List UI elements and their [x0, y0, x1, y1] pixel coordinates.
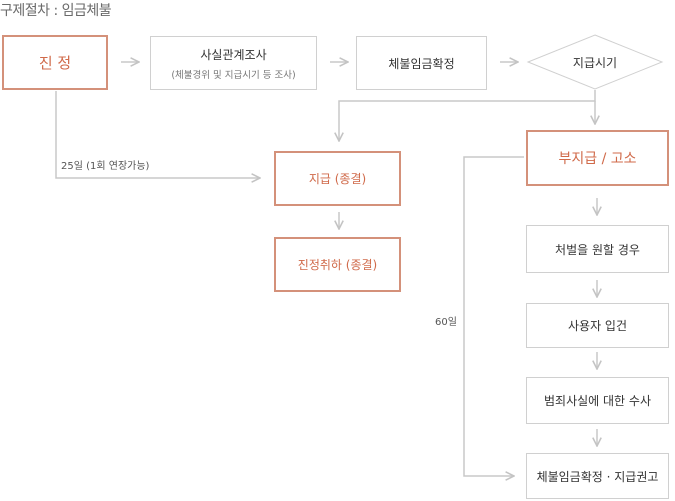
node-wish-punish: 처벌을 원할 경우: [526, 225, 669, 273]
node-petition-label: 진 정: [38, 54, 72, 72]
node-fact-check-label: 사실관계조사: [200, 47, 267, 62]
node-final: 체불임금확정 · 지급권고: [526, 453, 669, 499]
node-withdraw: 진정취하 (종결): [274, 237, 401, 292]
node-nonpay: 부지급 / 고소: [526, 130, 669, 186]
page-title: 구제절차 : 임금체불: [0, 3, 112, 19]
node-confirm: 체불임금확정: [356, 36, 487, 90]
arrow-petition-to-paid: [55, 91, 260, 178]
pay-timing-diamond: [526, 34, 664, 90]
label-60-days: 60일: [435, 317, 457, 328]
node-employer: 사용자 입건: [526, 303, 669, 348]
node-withdraw-label: 진정취하 (종결): [297, 258, 378, 272]
arrow-nonpay-to-final: [463, 156, 524, 476]
node-paid: 지급 (종결): [274, 151, 401, 206]
branch-timing: [339, 90, 596, 141]
node-paid-label: 지급 (종결): [308, 172, 367, 186]
node-confirm-label: 체불임금확정: [388, 56, 455, 71]
label-25-days: 25일 (1회 연장가능): [61, 161, 150, 172]
node-investigation-label: 범죄사실에 대한 수사: [544, 394, 651, 408]
node-employer-label: 사용자 입건: [567, 319, 627, 333]
node-petition: 진 정: [2, 35, 108, 90]
node-pay-timing: 지급시기: [540, 48, 650, 76]
node-wish-punish-label: 처벌을 원할 경우: [555, 242, 640, 257]
node-fact-check-sub: (체불경위 및 지급시기 등 조사): [171, 69, 296, 81]
node-pay-timing-label: 지급시기: [572, 55, 618, 70]
node-final-label: 체불임금확정 · 지급권고: [536, 469, 659, 484]
node-investigation: 범죄사실에 대한 수사: [526, 377, 669, 424]
node-nonpay-label: 부지급 / 고소: [558, 151, 637, 167]
node-fact-check: 사실관계조사 (체불경위 및 지급시기 등 조사): [150, 36, 317, 90]
